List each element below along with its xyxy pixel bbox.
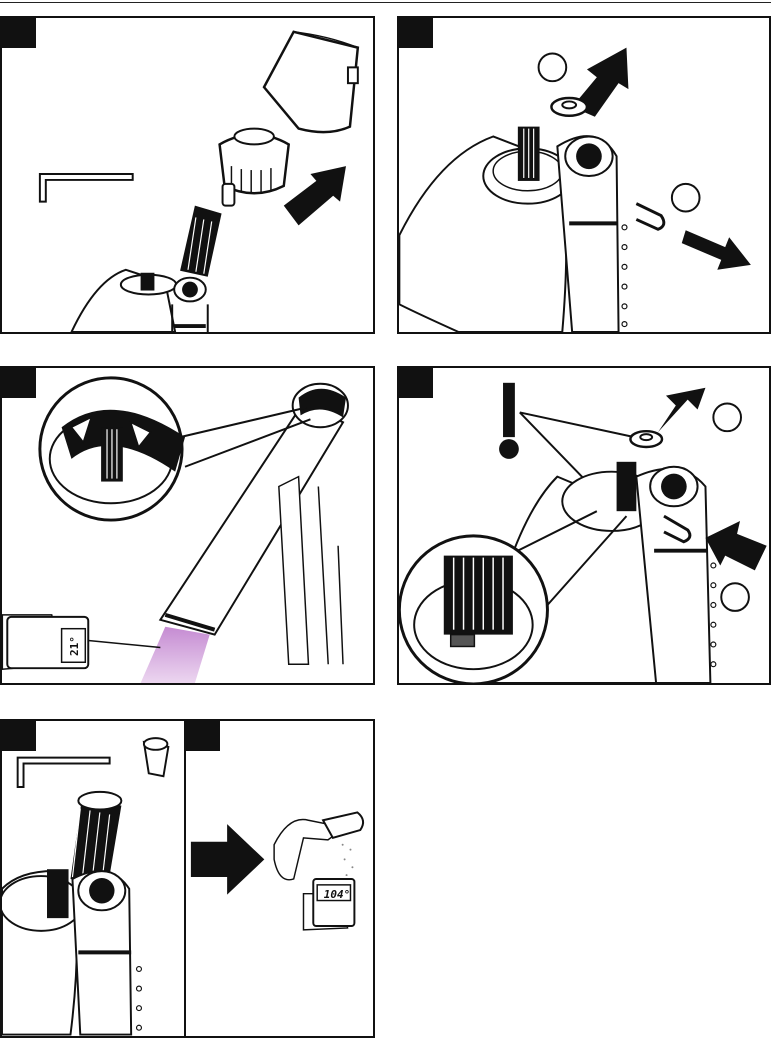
callout-circle-a [713, 404, 741, 432]
thermometer-reading: 104° [320, 887, 354, 903]
step-6-tab [186, 721, 220, 751]
hex-key-icon [18, 758, 110, 787]
cartridge-stem [47, 869, 69, 918]
callout-circle-b [672, 184, 700, 212]
step-1-panel [0, 16, 375, 334]
step-3-illustration [2, 368, 373, 683]
faucet-arm [160, 403, 343, 635]
step-4-illustration [399, 368, 769, 683]
step-2-panel [397, 16, 771, 334]
step-5-illustration [2, 721, 184, 1036]
step-1-illustration [2, 18, 373, 332]
top-rule [0, 2, 771, 3]
callout-circle-a [539, 54, 567, 82]
step-1-tab [2, 18, 36, 48]
callout-circle-b [721, 583, 749, 611]
step-6-panel: 104° [184, 719, 375, 1038]
step-2-illustration [399, 18, 769, 332]
step-2-tab [399, 18, 433, 48]
screw [223, 184, 235, 206]
step-6-illustration [186, 721, 373, 1036]
step-3-tab [2, 368, 36, 398]
step-4-panel [397, 366, 771, 685]
hex-key-icon [40, 174, 133, 202]
warning-exclamation-icon [499, 383, 519, 459]
step-5-tab [2, 721, 36, 751]
thermometer-reading: 21° [69, 635, 81, 657]
arrow-icon [658, 388, 705, 432]
arrow-icon [682, 230, 751, 269]
step-5-panel [0, 719, 186, 1038]
arrow-icon [284, 166, 346, 225]
arrow-icon [191, 824, 264, 894]
clip [636, 204, 664, 230]
handle-cap [264, 32, 358, 132]
water-stream [141, 627, 210, 683]
cartridge-stem [617, 462, 637, 511]
step-4-tab [399, 368, 433, 398]
step-3-panel: 21° [0, 366, 375, 685]
